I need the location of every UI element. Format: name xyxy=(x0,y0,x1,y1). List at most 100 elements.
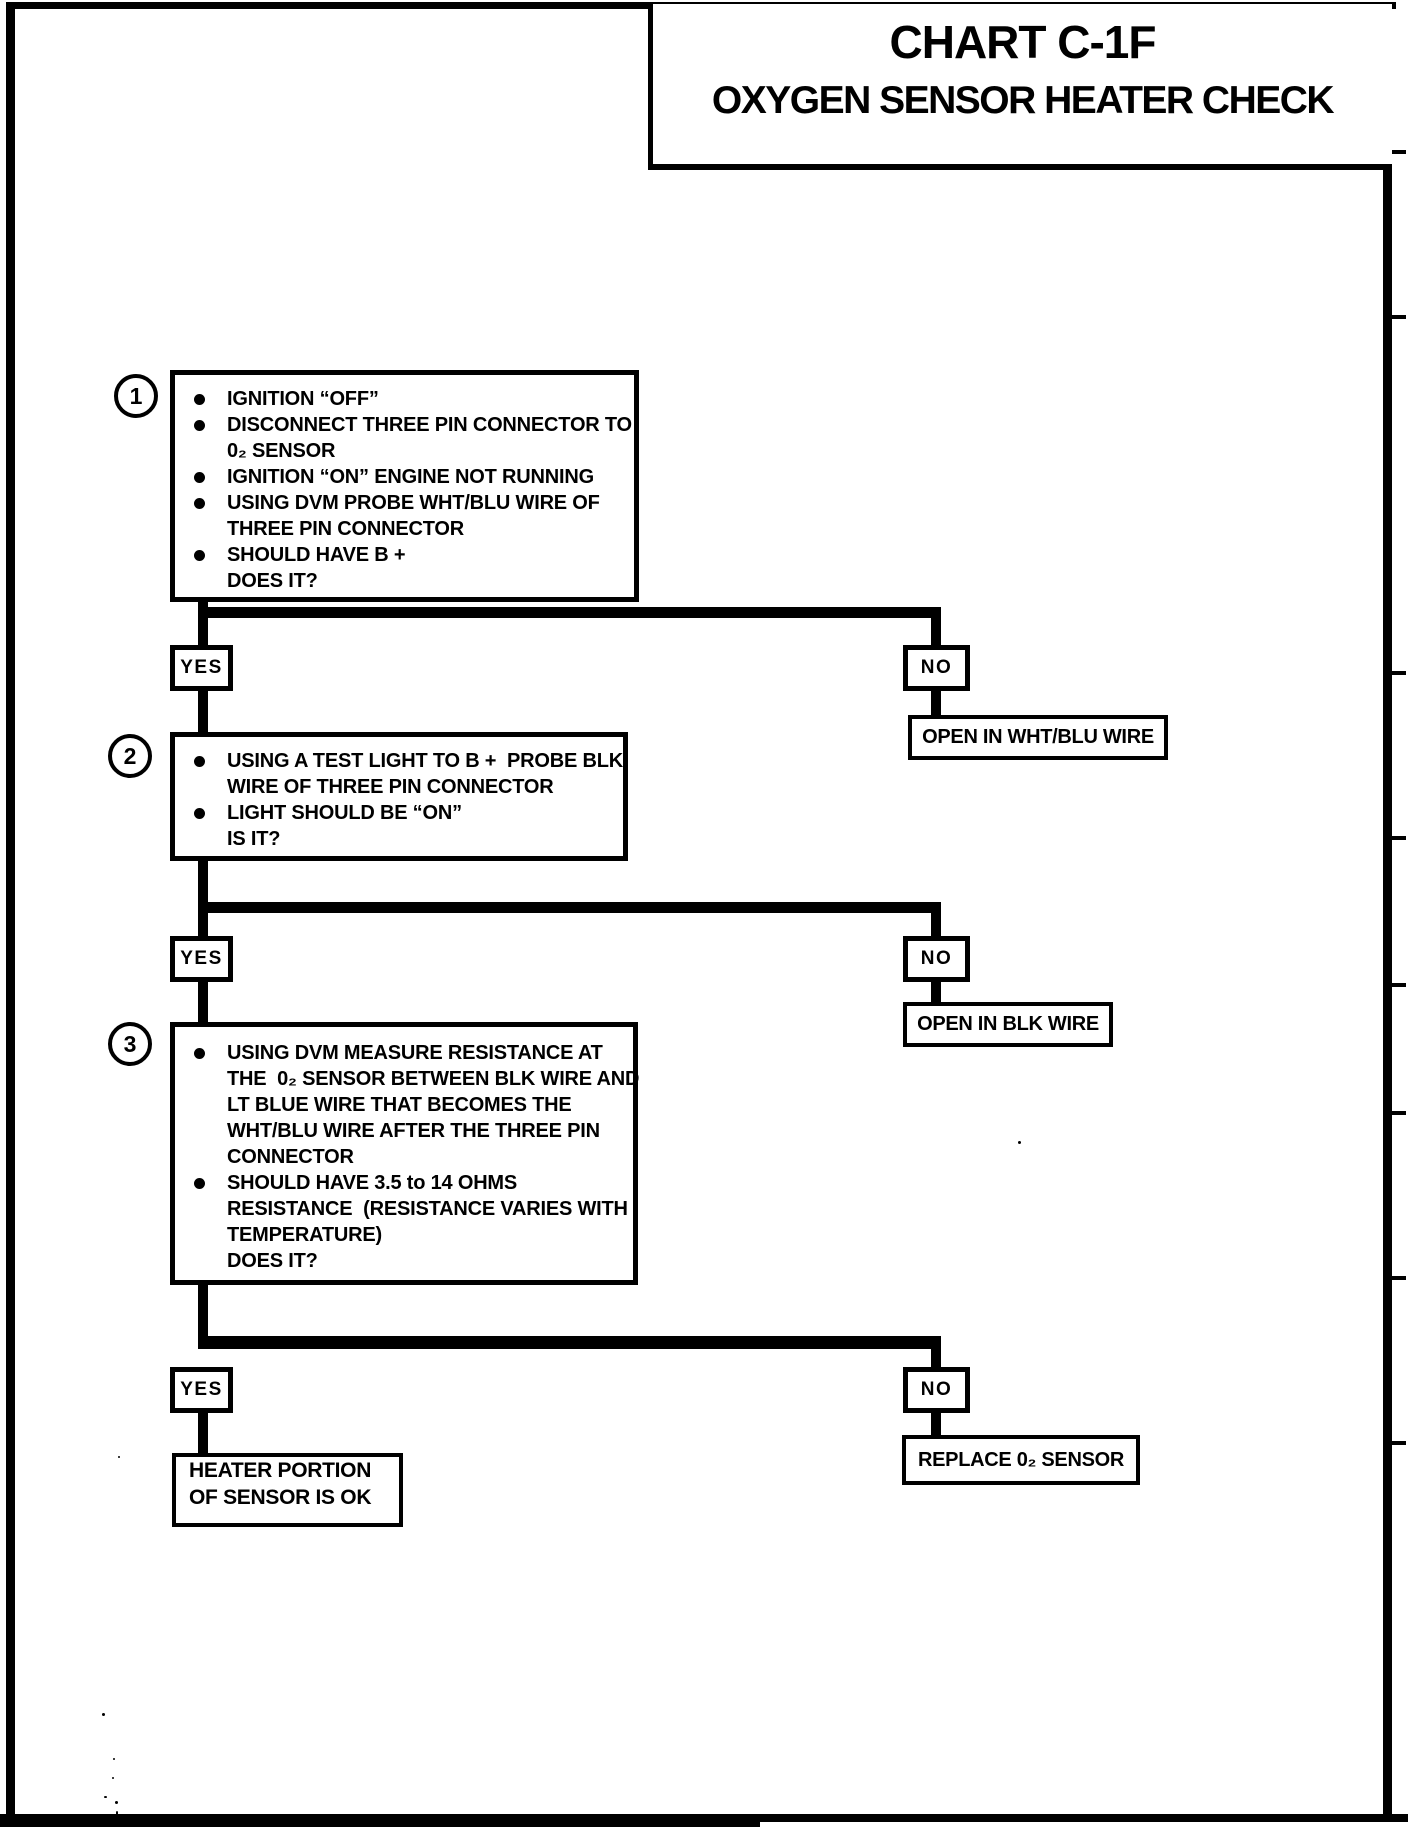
outcome-box-open-whtblu: OPEN IN WHT/BLU WIRE xyxy=(908,715,1168,760)
bullet-item: SHOULD HAVE 3.5 to 14 OHMS RESISTANCE (R… xyxy=(175,1170,629,1274)
bullet-text: IS IT? xyxy=(227,828,281,850)
connector-horizontal xyxy=(198,607,941,618)
ruler-tick xyxy=(1392,1441,1406,1445)
outcome-text: OPEN IN BLK WIRE xyxy=(917,1013,1099,1035)
chart-subtitle: OXYGEN SENSOR HEATER CHECK xyxy=(711,79,1335,122)
no-label: NO xyxy=(920,948,953,969)
scan-speckle xyxy=(112,1777,114,1779)
yes-label: YES xyxy=(180,657,223,678)
ruler-tick xyxy=(1392,983,1406,987)
bullet-text: SHOULD HAVE 3.5 to 14 OHMS xyxy=(227,1172,518,1194)
bullet-icon xyxy=(194,1178,205,1189)
connector-vertical xyxy=(931,1336,941,1367)
connector-vertical xyxy=(931,691,941,717)
page-border-left xyxy=(6,2,15,1820)
ruler-tick xyxy=(1392,150,1406,154)
no-box-2: NO xyxy=(903,936,970,982)
yes-label: YES xyxy=(180,948,223,969)
page-border-right xyxy=(1383,2,1392,1820)
ruler-tick xyxy=(1392,836,1406,840)
bullet-icon xyxy=(194,498,205,509)
bullet-item: SHOULD HAVE B + DOES IT? xyxy=(175,542,630,594)
bullet-icon xyxy=(194,394,205,405)
outcome-box-open-blk: OPEN IN BLK WIRE xyxy=(903,1002,1113,1047)
outcome-text: HEATER PORTION xyxy=(189,1459,372,1482)
bullet-icon xyxy=(194,550,205,561)
bullet-item: USING DVM PROBE WHT/BLU WIRE OF THREE PI… xyxy=(175,490,630,542)
bullet-item: DISCONNECT THREE PIN CONNECTOR TO 0₂ SEN… xyxy=(175,412,632,464)
scan-speckle xyxy=(102,1713,105,1716)
bullet-item: LIGHT SHOULD BE “ON” IS IT? xyxy=(175,800,619,852)
connector-vertical xyxy=(198,1285,208,1349)
connector-horizontal xyxy=(198,902,941,913)
scan-speckle xyxy=(1018,1141,1021,1144)
connector-vertical xyxy=(931,902,941,938)
bullet-text: LIGHT SHOULD BE “ON” xyxy=(227,802,462,824)
connector-vertical xyxy=(198,691,208,736)
ruler-tick xyxy=(1392,671,1406,675)
bullet-text: SHOULD HAVE B + xyxy=(227,544,406,566)
bullet-item: USING A TEST LIGHT TO B + PROBE BLK WIRE… xyxy=(175,748,623,800)
bullet-icon xyxy=(194,756,205,767)
ruler-tick xyxy=(1392,315,1406,319)
bullet-icon xyxy=(194,472,205,483)
outcome-box-replace-sensor: REPLACE 0₂ SENSOR xyxy=(902,1435,1140,1485)
no-box-3: NO xyxy=(903,1367,970,1413)
scan-speckle xyxy=(116,1811,118,1815)
chart-title: CHART C-1F xyxy=(889,16,1157,68)
scan-speckle xyxy=(115,1801,118,1804)
ruler-tick xyxy=(1392,1111,1406,1115)
bullet-text: THE 0₂ SENSOR BETWEEN BLK WIRE AND xyxy=(227,1068,640,1090)
bullet-text: USING DVM PROBE WHT/BLU WIRE OF xyxy=(227,492,600,514)
connector-vertical xyxy=(198,982,208,1024)
bullet-text: DOES IT? xyxy=(227,1250,318,1272)
connector-vertical xyxy=(931,1413,941,1435)
connector-vertical xyxy=(931,982,941,1004)
yes-label: YES xyxy=(180,1379,223,1400)
no-label: NO xyxy=(920,1379,953,1400)
bullet-text: DOES IT? xyxy=(227,570,318,592)
step-1-box: IGNITION “OFF” DISCONNECT THREE PIN CONN… xyxy=(170,370,639,602)
connector-vertical xyxy=(931,607,941,647)
scan-speckle xyxy=(104,1796,107,1798)
page-border-bottom xyxy=(0,1814,1408,1822)
bullet-text: USING A TEST LIGHT TO B + PROBE BLK xyxy=(227,750,623,772)
outcome-text: REPLACE 0₂ SENSOR xyxy=(917,1448,1125,1471)
yes-box-1: YES xyxy=(170,645,233,691)
step-number: 1 xyxy=(129,382,143,409)
bullet-text: RESISTANCE (RESISTANCE VARIES WITH xyxy=(227,1198,628,1220)
bullet-item: IGNITION “OFF” xyxy=(175,386,630,412)
bullet-text: CONNECTOR xyxy=(227,1146,354,1168)
bullet-item: USING DVM MEASURE RESISTANCE AT THE 0₂ S… xyxy=(175,1040,640,1170)
connector-horizontal xyxy=(198,1336,941,1349)
bullet-text: IGNITION “ON” ENGINE NOT RUNNING xyxy=(227,466,594,488)
bullet-icon xyxy=(194,1048,205,1059)
outcome-text: OPEN IN WHT/BLU WIRE xyxy=(922,726,1154,748)
outcome-text: OF SENSOR IS OK xyxy=(189,1486,372,1509)
yes-box-3: YES xyxy=(170,1367,233,1413)
step-2-box: USING A TEST LIGHT TO B + PROBE BLK WIRE… xyxy=(170,732,628,861)
outcome-box-heater-ok: HEATER PORTION OF SENSOR IS OK xyxy=(172,1453,403,1527)
step-number: 2 xyxy=(123,742,137,769)
step-3-box: USING DVM MEASURE RESISTANCE AT THE 0₂ S… xyxy=(170,1022,640,1285)
step-1-number-badge: 1 xyxy=(114,374,158,418)
bullet-text: TEMPERATURE) xyxy=(227,1224,383,1246)
connector-vertical xyxy=(198,1413,208,1453)
bullet-text: USING DVM MEASURE RESISTANCE AT xyxy=(227,1042,603,1064)
bullet-text: WHT/BLU WIRE AFTER THE THREE PIN xyxy=(227,1120,600,1142)
bullet-text: THREE PIN CONNECTOR xyxy=(227,518,464,540)
yes-box-2: YES xyxy=(170,936,233,982)
bullet-text: LT BLUE WIRE THAT BECOMES THE xyxy=(227,1094,572,1116)
bullet-icon xyxy=(194,808,205,819)
connector-vertical xyxy=(198,600,208,647)
bullet-text: IGNITION “OFF” xyxy=(227,388,379,410)
title-box: CHART C-1F OXYGEN SENSOR HEATER CHECK xyxy=(648,4,1392,170)
bullet-text: 0₂ SENSOR xyxy=(227,440,336,462)
step-3-number-badge: 3 xyxy=(108,1022,152,1066)
bullet-item: IGNITION “ON” ENGINE NOT RUNNING xyxy=(175,464,630,490)
page-border-bottom-offset xyxy=(0,1822,760,1827)
bullet-icon xyxy=(194,420,205,431)
bullet-text: WIRE OF THREE PIN CONNECTOR xyxy=(227,776,554,798)
ruler-tick xyxy=(1392,1276,1406,1280)
